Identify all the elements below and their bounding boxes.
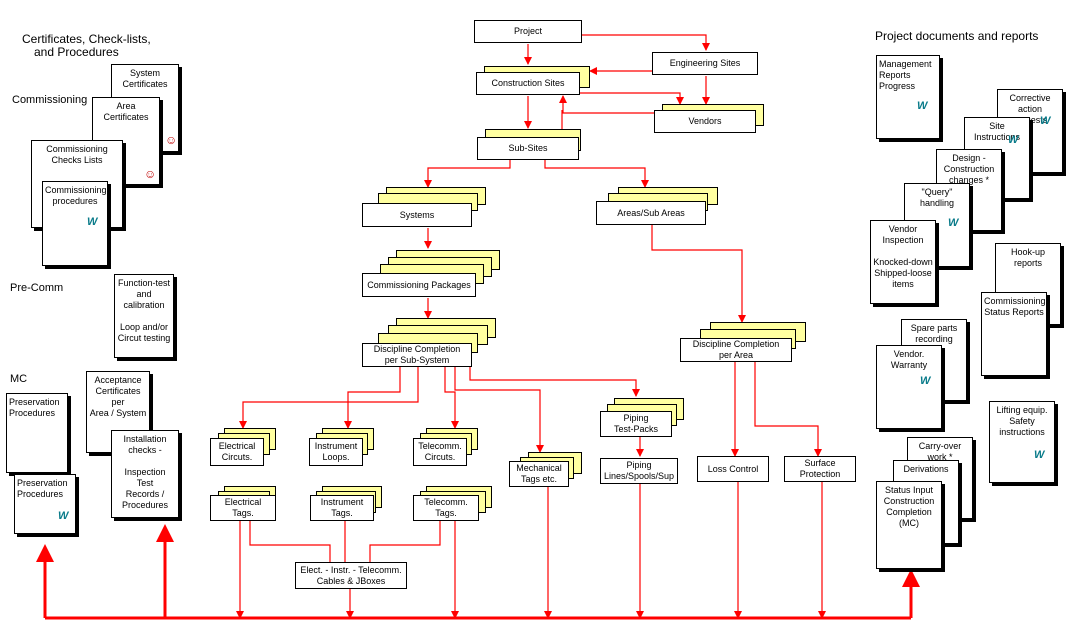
logo-w-icon: W xyxy=(1040,115,1051,127)
box-sub-sites: Sub-Sites xyxy=(477,137,579,160)
arrow-areas-discipline-area xyxy=(651,225,746,323)
box-telecomm-tags: Telecomm.Tags. xyxy=(413,495,479,521)
doc-vendor-warranty: Vendor. Warranty xyxy=(876,345,942,429)
person-icon: ☺ xyxy=(144,167,157,181)
line-tele-tags-cables xyxy=(369,520,441,562)
doc-management-reports: Management Reports Progress xyxy=(876,55,940,139)
arrow-vendors-construction xyxy=(559,95,655,114)
doc-function-test: Function-test and calibration Loop and/o… xyxy=(114,274,174,358)
box-project: Project xyxy=(474,20,582,43)
box-engineering-sites: Engineering Sites xyxy=(652,52,758,75)
doc-vendor-inspection: Vendor Inspection Knocked-down Shipped-l… xyxy=(870,220,936,304)
doc-commissioning-procedures: Commissioning procedures xyxy=(42,181,108,266)
line-elec-tags-cables xyxy=(249,520,331,562)
arrow-discipline-mechanical xyxy=(454,366,544,453)
doc-preservation-procedures-1: Preservation Procedures xyxy=(6,393,68,473)
box-vendors: Vendors xyxy=(654,110,756,133)
box-construction-sites: Construction Sites xyxy=(476,72,580,95)
section-commissioning: Commissioning xyxy=(12,94,88,106)
doc-status-input: Status Input Construction Completion (MC… xyxy=(876,481,942,569)
arrow-discipline-electrical xyxy=(239,366,419,429)
left-title-line-2: and Procedures xyxy=(34,45,119,59)
doc-preservation-procedures-2: Preservation Procedures xyxy=(14,474,76,534)
section-pre-comm: Pre-Comm xyxy=(10,282,64,294)
box-telecomm-circuits: Telecomm.Circuts. xyxy=(413,438,467,466)
left-title-line-1: Certificates, Check-lists, xyxy=(22,32,151,46)
logo-w-icon: W xyxy=(87,216,98,228)
box-cables-jboxes: Elect. - Instr. - Telecomm.Cables & JBox… xyxy=(295,562,407,589)
arrow-subsites-systems xyxy=(424,160,511,188)
right-title: Project documents and reports xyxy=(875,29,1039,43)
doc-commissioning-status: Commissioning Status Reports xyxy=(981,292,1047,376)
logo-w-icon: W xyxy=(1034,449,1045,461)
logo-w-icon: W xyxy=(1008,134,1019,146)
box-areas-sub-areas: Areas/Sub Areas xyxy=(596,201,706,225)
arrow-discipline-telecomm xyxy=(444,366,459,429)
logo-w-icon: W xyxy=(917,100,928,112)
doc-lifting-equip: Lifting equip. Safety instructions xyxy=(989,401,1055,483)
arrow-project-engineering xyxy=(581,34,710,51)
arrow-construction-vendors xyxy=(570,92,684,105)
box-systems: Systems xyxy=(362,203,472,227)
arrow-discipline-piping xyxy=(469,366,640,397)
box-loss-control: Loss Control xyxy=(697,456,769,482)
logo-w-icon: W xyxy=(58,510,69,522)
arrow-subsites-areas xyxy=(544,160,649,188)
section-mc: MC xyxy=(10,373,28,385)
logo-w-icon: W xyxy=(948,217,959,229)
arrow-discipline-instrument xyxy=(344,366,401,429)
box-commissioning-packages: Commissioning Packages xyxy=(362,273,476,297)
doc-installation-checks: Installation checks - Inspection Test Re… xyxy=(111,430,179,518)
arrow-area-surface xyxy=(754,358,822,457)
logo-w-icon: W xyxy=(920,375,931,387)
person-icon: ☺ xyxy=(165,133,178,147)
